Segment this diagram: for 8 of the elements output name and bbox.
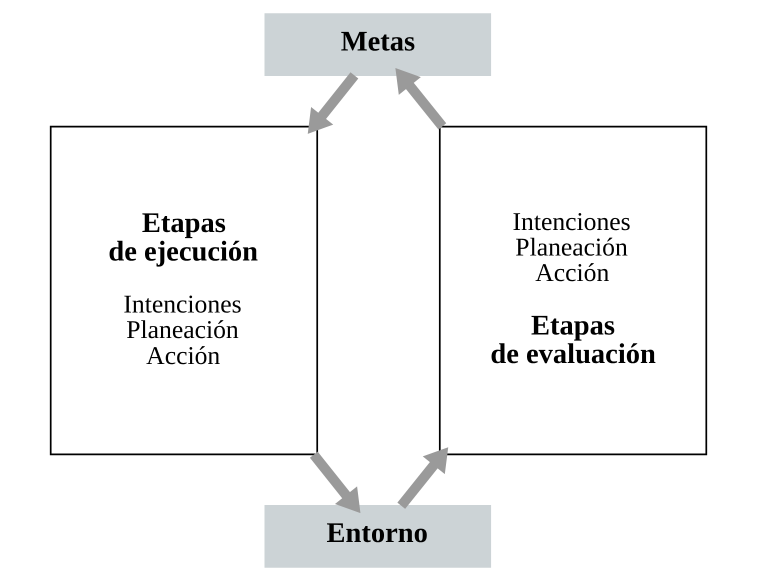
node-box: Intenciones Planeación Acción Etapas de evaluación: [438, 126, 708, 456]
arrow: [308, 72, 358, 134]
arrow: [310, 452, 360, 514]
arrow: [395, 68, 446, 130]
node-box: Entorno: [264, 505, 492, 568]
arrow: [397, 447, 448, 509]
node-box: Metas: [264, 13, 492, 76]
node-box: Etapas de ejecución Intenciones Planeación Acción: [50, 126, 318, 456]
